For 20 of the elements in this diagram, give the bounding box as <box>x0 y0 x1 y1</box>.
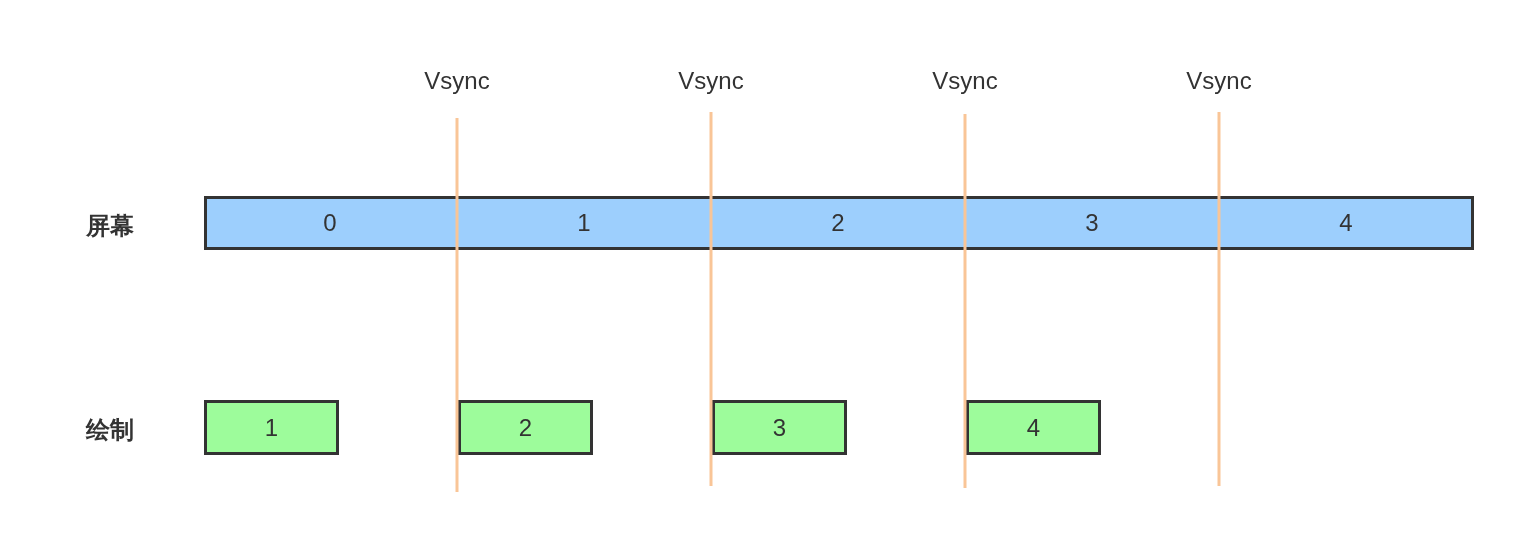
frame-number: 4 <box>1338 209 1354 237</box>
frame-number: 2 <box>830 209 846 237</box>
vsync-label: Vsync <box>931 67 999 95</box>
frame-number: 0 <box>322 209 338 237</box>
frame-number: 3 <box>771 413 788 442</box>
vsync-label: Vsync <box>677 67 745 95</box>
frame-number: 2 <box>517 413 534 442</box>
frame-number: 1 <box>576 209 592 237</box>
row-label: 屏幕 <box>86 212 134 240</box>
frame-number: 1 <box>263 413 280 442</box>
draw-frame-box <box>966 400 1101 455</box>
screen-timeline-bar <box>204 196 1474 250</box>
row-label: 绘制 <box>86 416 134 444</box>
draw-frame-box <box>204 400 339 455</box>
frame-number: 3 <box>1084 209 1100 237</box>
draw-frame-box <box>712 400 847 455</box>
frame-number: 4 <box>1025 413 1042 442</box>
vsync-label: Vsync <box>423 67 491 95</box>
draw-frame-box <box>458 400 593 455</box>
vsync-label: Vsync <box>1185 67 1253 95</box>
